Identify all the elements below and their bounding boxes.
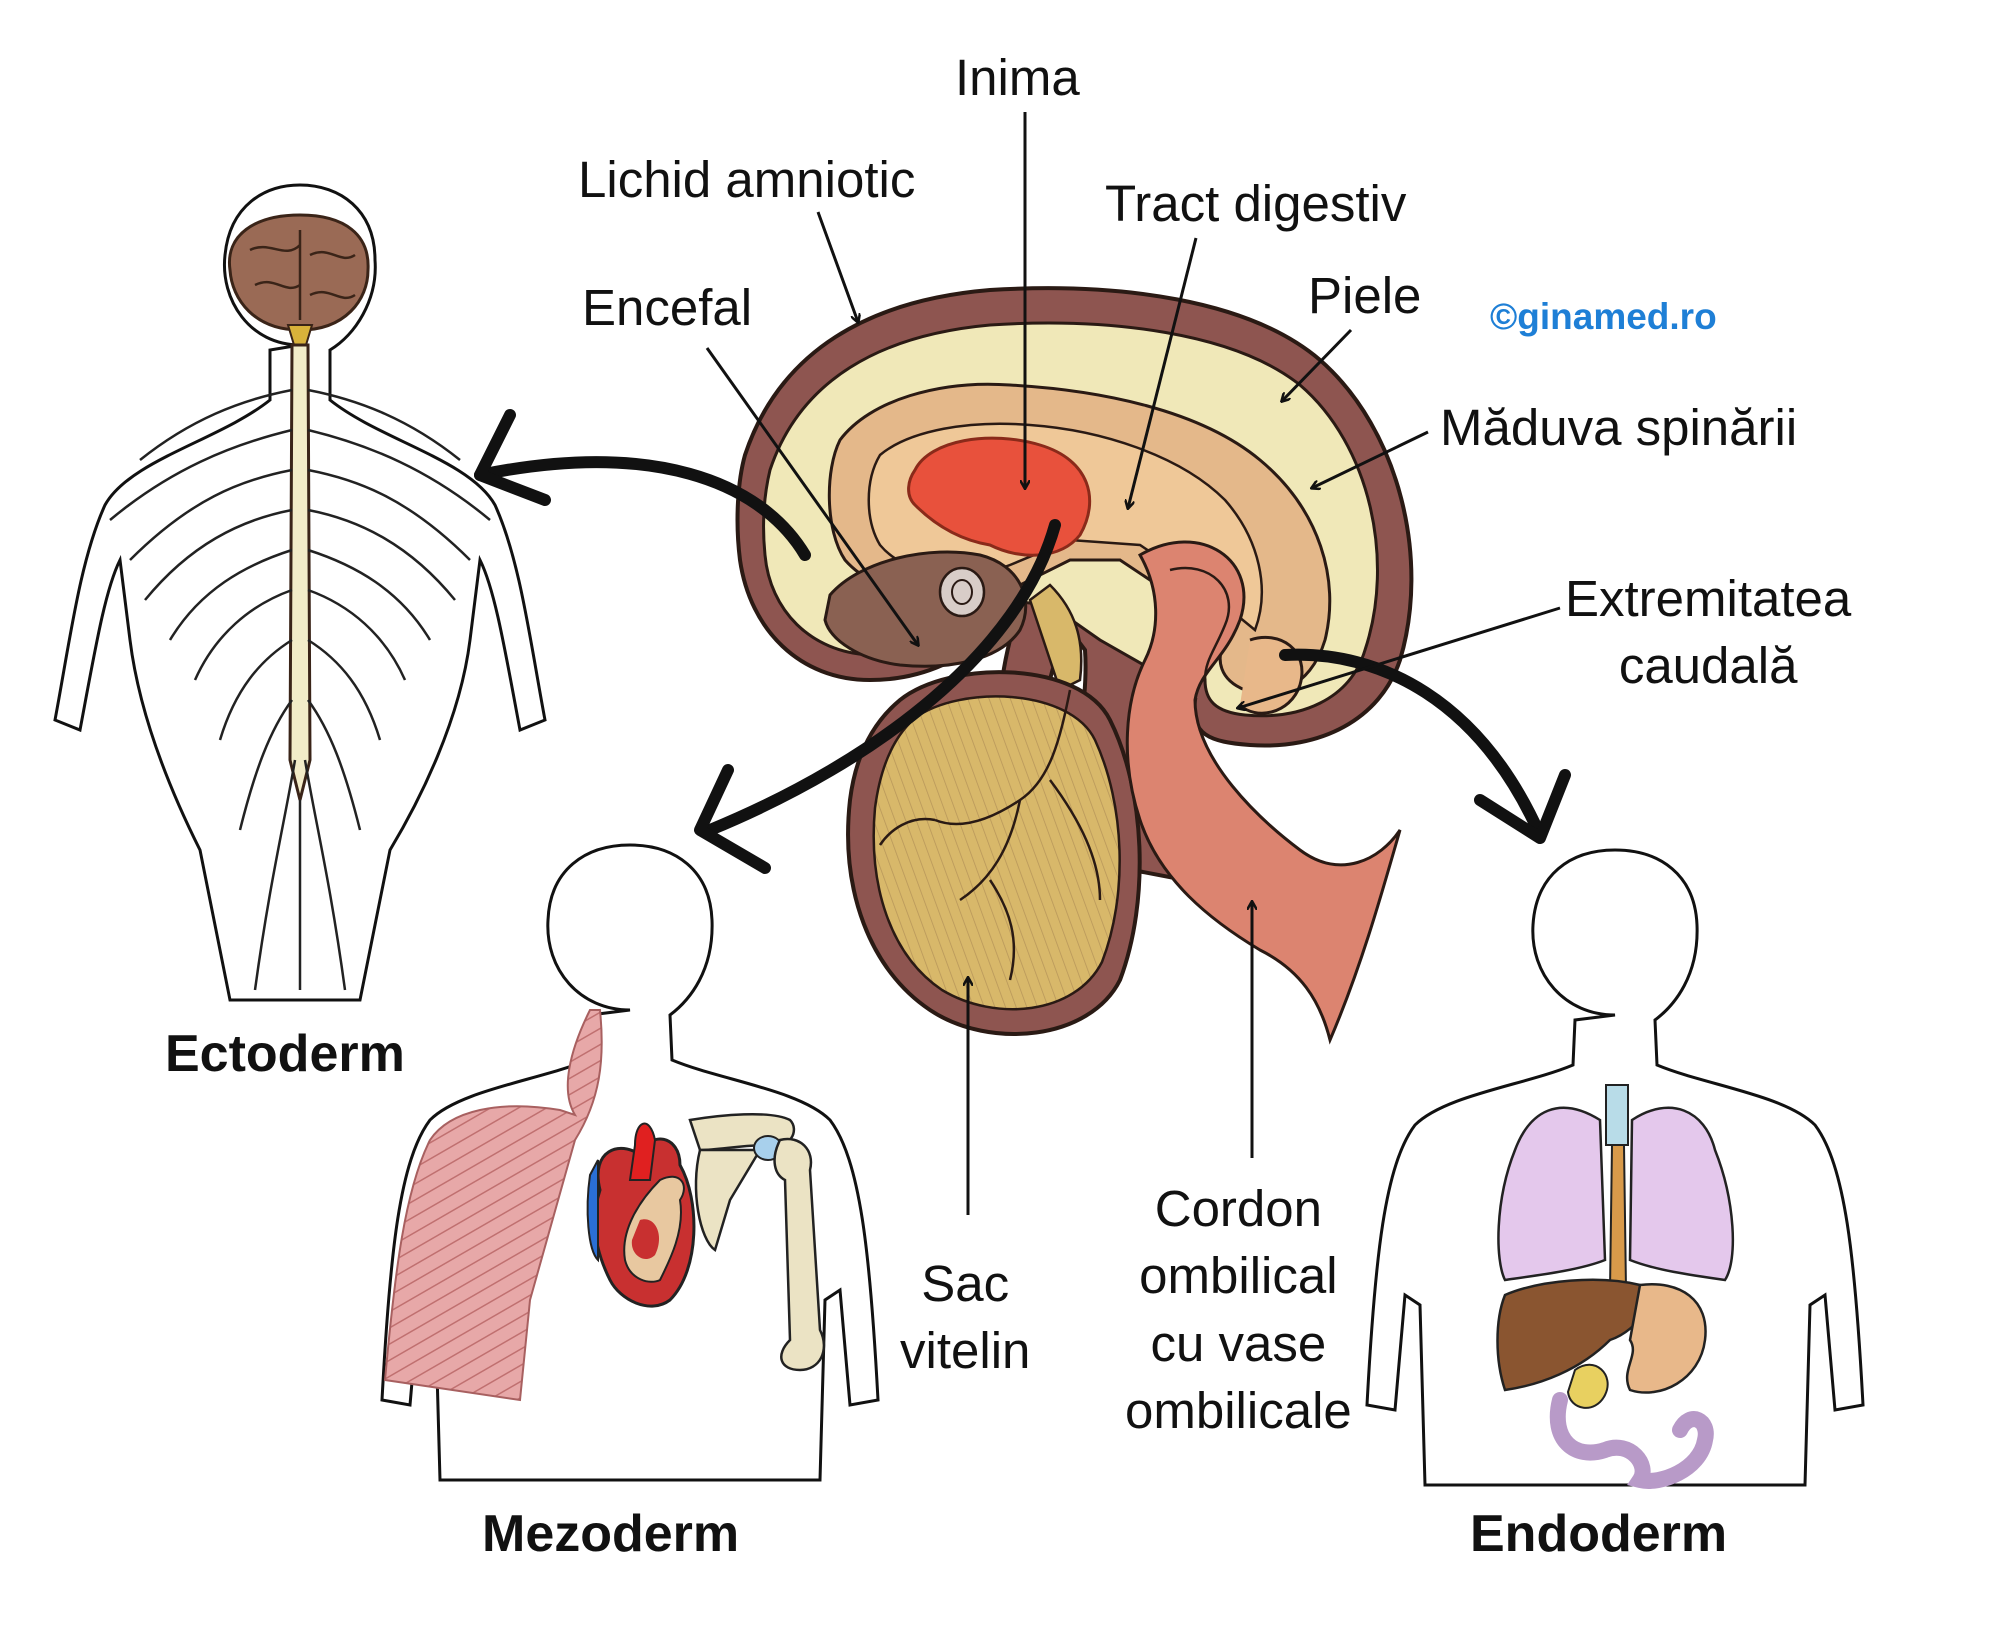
label-ectoderm: Ectoderm [165,1025,405,1083]
label-cordon-line-4: ombilicale [1125,1381,1352,1439]
ectoderm-nerves [109,388,491,991]
endoderm-liver [1496,1278,1650,1392]
yolk-sac [872,695,1121,1011]
label-endoderm: Endoderm [1470,1505,1728,1563]
umbilical-cord [1125,540,1402,1045]
label-cordon-line-2: ombilical [1139,1247,1338,1305]
ectoderm-brain-folds [249,230,356,320]
germ-layer-arrows [474,409,1571,874]
endoderm-stomach [1625,1283,1707,1394]
arrow-to-ectoderm [474,456,811,561]
pointer-extremitatea [1238,606,1561,708]
embryo-eye [938,566,986,618]
label-sac-vitelin-line-2: vitelin [900,1322,1031,1380]
endoderm-pancreas [1566,1363,1609,1409]
arrow-to-endoderm [1279,648,1546,841]
endoderm-lung-right [1628,1106,1735,1282]
label-sac-vitelin: Sac vitelin [900,1250,1030,1385]
endoderm-figure [1365,848,1865,1489]
mezoderm-muscle [383,1009,603,1402]
endoderm-intestine [1549,1392,1714,1489]
watermark: ©ginamed.ro [1490,296,1717,337]
label-extremitatea-caudala: Extremitatea caudală [1565,565,1851,700]
ectoderm-brain [227,213,370,332]
label-extremitatea-line-2: caudală [1618,637,1798,695]
endoderm-lung-left [1497,1106,1607,1282]
umbilical-cord-inner [1169,566,1231,681]
embryo [735,286,1414,1045]
label-pointers [705,112,1561,1215]
ectoderm-figure [53,183,547,1002]
arrow-to-mezoderm [704,519,1061,836]
label-encefal: Encefal [582,279,753,336]
label-inima: Inima [955,49,1080,106]
label-piele: Piele [1308,267,1422,324]
ectoderm-spinal-cord [288,343,312,801]
label-cordon-ombilical: Cordon ombilical cu vase ombilicale [1125,1175,1352,1444]
label-tract-digestiv: Tract digestiv [1105,175,1407,232]
label-mezoderm: Mezoderm [482,1505,740,1563]
label-extremitatea-line-1: Extremitatea [1565,570,1852,627]
pointer-maduva [1312,430,1429,488]
pointer-piele [1282,328,1353,401]
pointer-encefal [705,347,918,645]
mezoderm-figure [380,843,880,1482]
label-lichid-amniotic: Lichid amniotic [578,151,916,208]
embryo-heart [907,436,1092,557]
label-cordon-line-3: cu vase [1150,1314,1327,1372]
pointer-tract-digestiv [1128,237,1198,508]
label-maduva-spinarii: Măduva spinării [1440,399,1798,456]
yolk-sac-vessels [878,689,1102,981]
label-cordon-line-1: Cordon [1154,1180,1323,1237]
pointer-lichid-amniotic [816,211,858,322]
endoderm-trachea [1605,1084,1629,1146]
mezoderm-heart [586,1122,696,1308]
mezoderm-shoulder-bone [688,1113,826,1372]
endoderm-esophagus [1608,1144,1628,1291]
label-sac-vitelin-line-1: Sac [921,1255,1010,1312]
